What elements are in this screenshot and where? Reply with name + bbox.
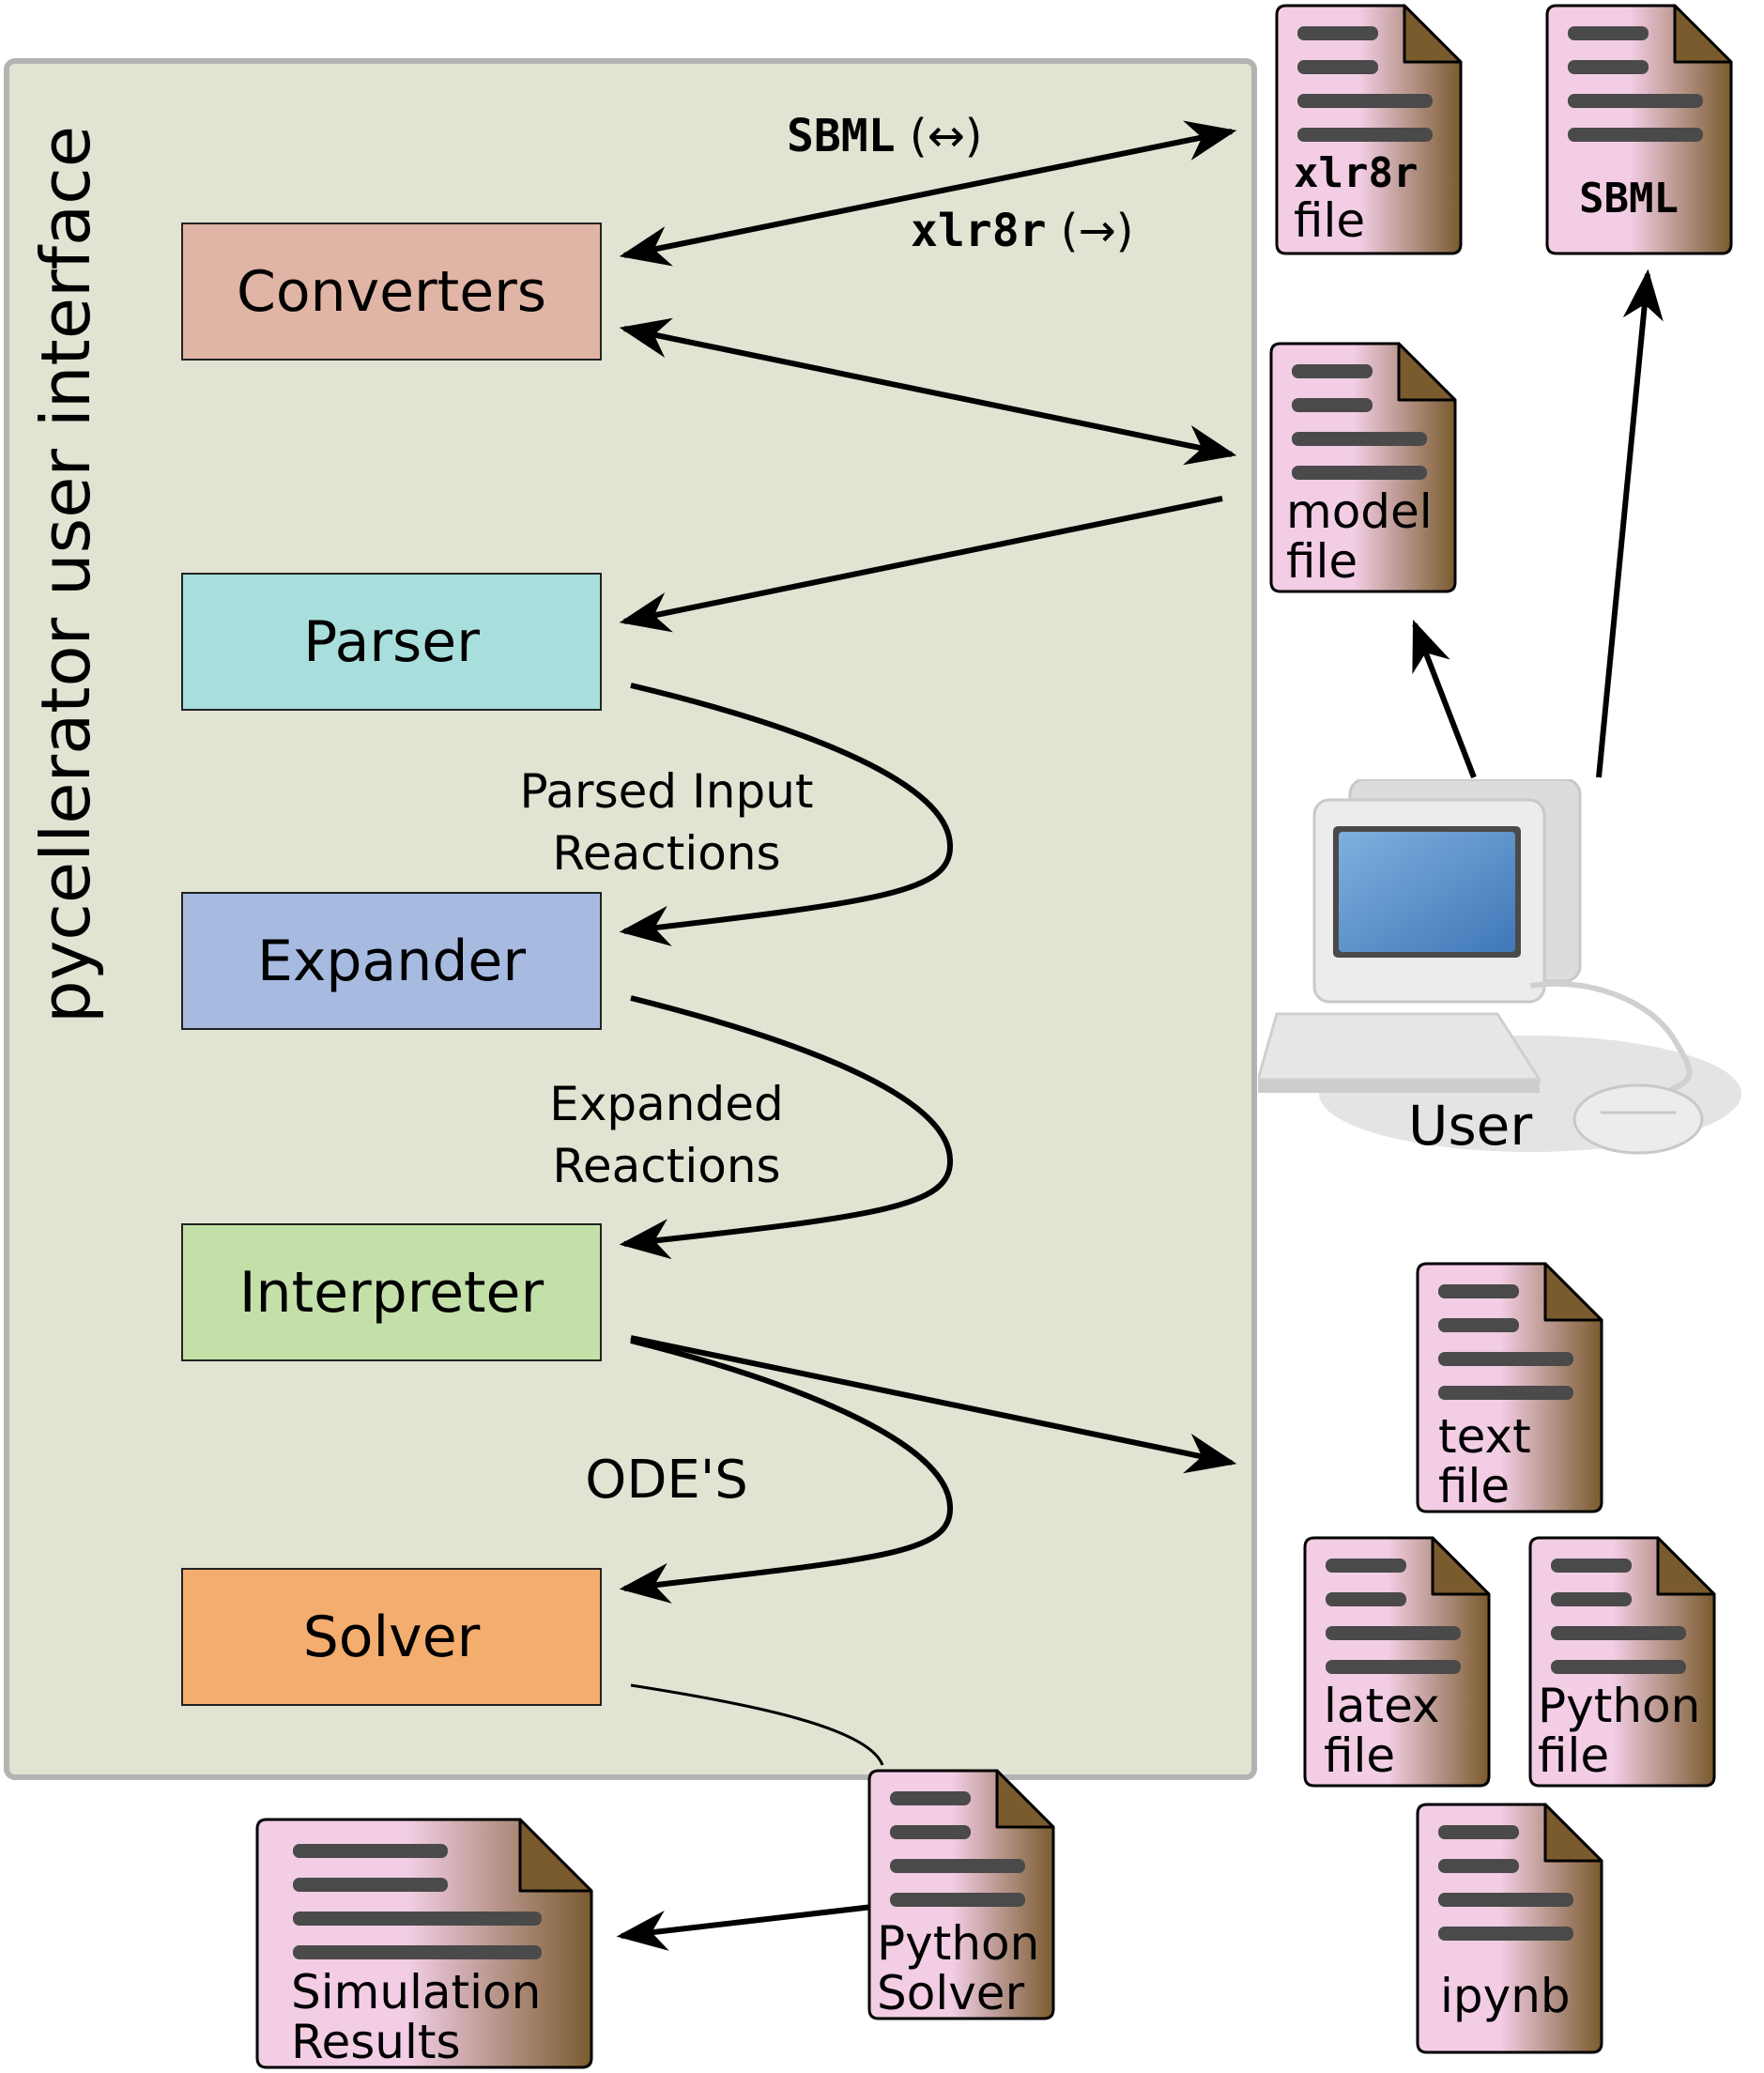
ipynb-file-icon: ipynb bbox=[1416, 1803, 1603, 2054]
xlr8r-file-icon: xlr8r file bbox=[1275, 4, 1463, 255]
document-text-line bbox=[1551, 1660, 1686, 1674]
latex-file-line1: latex bbox=[1324, 1679, 1440, 1733]
document-text-line bbox=[1438, 1927, 1573, 1941]
expander-box: Expander bbox=[181, 892, 602, 1030]
interpreter-box: Interpreter bbox=[181, 1223, 602, 1361]
document-text-line bbox=[1438, 1284, 1519, 1298]
document-text-line bbox=[1297, 128, 1433, 142]
simulation-results-line1: Simulation bbox=[291, 1965, 542, 2019]
document-text-line bbox=[1326, 1559, 1406, 1573]
python-solver-icon: Python Solver bbox=[867, 1769, 1055, 2020]
document-fold bbox=[1543, 1803, 1603, 1863]
document-fold bbox=[1431, 1536, 1491, 1596]
document-fold bbox=[995, 1769, 1055, 1829]
document-text-line bbox=[293, 1878, 448, 1892]
document-text-line bbox=[1438, 1352, 1573, 1366]
document-text-line bbox=[890, 1893, 1025, 1907]
document-text-line bbox=[1292, 364, 1373, 378]
arrow-parser-expander bbox=[619, 683, 954, 946]
document-text-line bbox=[890, 1791, 971, 1805]
document-text-line bbox=[890, 1859, 1025, 1873]
document-text-line bbox=[1551, 1592, 1632, 1606]
document-fold bbox=[518, 1818, 593, 1893]
user-label: User bbox=[1408, 1094, 1533, 1158]
expanded-reactions-label: Expanded Reactions bbox=[526, 1073, 807, 1197]
document-text-line bbox=[1568, 94, 1703, 108]
python-solver-line1: Python bbox=[877, 1916, 1040, 1971]
latex-file-line2: file bbox=[1324, 1728, 1396, 1783]
text-file-line1: text bbox=[1438, 1409, 1531, 1464]
xlr8r-file-line1: xlr8r bbox=[1294, 149, 1419, 197]
model-file-line1: model bbox=[1286, 484, 1433, 539]
document-text-line bbox=[293, 1844, 448, 1858]
document-text-line bbox=[293, 1912, 542, 1926]
document-fold bbox=[1403, 4, 1463, 64]
document-text-line bbox=[1438, 1386, 1573, 1400]
document-fold bbox=[1673, 4, 1733, 64]
arrow-interpreter-solver bbox=[619, 1338, 954, 1604]
parsed-reactions-label: Parsed Input Reactions bbox=[507, 760, 826, 884]
arrow-interpreter-output bbox=[630, 1335, 1237, 1474]
document-text-line bbox=[1297, 26, 1378, 40]
text-file-icon: text file bbox=[1416, 1262, 1603, 1513]
expanded-line2: Reactions bbox=[552, 1139, 781, 1193]
solver-python-link bbox=[630, 1683, 884, 1766]
document-text-line bbox=[1438, 1318, 1519, 1332]
sbml-file-line1: SBML bbox=[1579, 175, 1679, 223]
document-fold bbox=[1543, 1262, 1603, 1322]
arrow-converters-xlr8r bbox=[619, 120, 1237, 267]
arrow-expander-interpreter bbox=[619, 995, 954, 1260]
document-text-line bbox=[1326, 1660, 1461, 1674]
arrow-model-parser bbox=[619, 496, 1223, 633]
model-file-icon: model file bbox=[1269, 342, 1457, 593]
document-text-line bbox=[1297, 94, 1433, 108]
document-text-line bbox=[1326, 1592, 1406, 1606]
xlr8r-file-line2: file bbox=[1294, 192, 1366, 248]
solver-box: Solver bbox=[181, 1568, 602, 1706]
text-file-line2: file bbox=[1438, 1459, 1511, 1513]
ipynb-file-line1: ipynb bbox=[1440, 1969, 1571, 2023]
parsed-line2: Reactions bbox=[552, 826, 781, 881]
document-text-line bbox=[1438, 1825, 1519, 1839]
expanded-line1: Expanded bbox=[549, 1077, 784, 1131]
document-text-line bbox=[1568, 60, 1649, 74]
parser-box: Parser bbox=[181, 573, 602, 711]
simulation-results-icon: Simulation Results bbox=[255, 1818, 593, 2069]
arrow-pysolver-results bbox=[616, 1903, 882, 1951]
document-text-line bbox=[1292, 432, 1427, 446]
parsed-line1: Parsed Input bbox=[519, 764, 814, 819]
document-text-line bbox=[1292, 466, 1427, 480]
document-text-line bbox=[1438, 1859, 1519, 1873]
python-solver-line2: Solver bbox=[877, 1966, 1025, 2020]
arrow-user-sbml bbox=[1596, 269, 1664, 778]
python-file-line2: file bbox=[1538, 1728, 1610, 1783]
document-text-line bbox=[1551, 1626, 1686, 1640]
document-text-line bbox=[890, 1825, 971, 1839]
latex-file-icon: latex file bbox=[1303, 1536, 1491, 1788]
model-file-line2: file bbox=[1286, 534, 1358, 589]
arrow-converters-model bbox=[619, 317, 1237, 466]
document-text-line bbox=[1568, 26, 1649, 40]
arrow-user-model bbox=[1412, 619, 1477, 779]
document-fold bbox=[1656, 1536, 1716, 1596]
simulation-results-line2: Results bbox=[291, 2015, 461, 2069]
document-text-line bbox=[1292, 398, 1373, 412]
python-file-line1: Python bbox=[1538, 1679, 1701, 1733]
user-computer-icon bbox=[1258, 779, 1741, 1155]
python-file-icon: Python file bbox=[1528, 1536, 1716, 1788]
document-text-line bbox=[1297, 60, 1378, 74]
converters-box: Converters bbox=[181, 223, 602, 361]
document-text-line bbox=[1568, 128, 1703, 142]
document-text-line bbox=[1326, 1626, 1461, 1640]
document-text-line bbox=[1551, 1559, 1632, 1573]
odes-label: ODE'S bbox=[585, 1450, 748, 1511]
sbml-file-icon: SBML bbox=[1545, 4, 1733, 255]
document-text-line bbox=[293, 1945, 542, 1959]
document-fold bbox=[1397, 342, 1457, 402]
document-text-line bbox=[1438, 1893, 1573, 1907]
